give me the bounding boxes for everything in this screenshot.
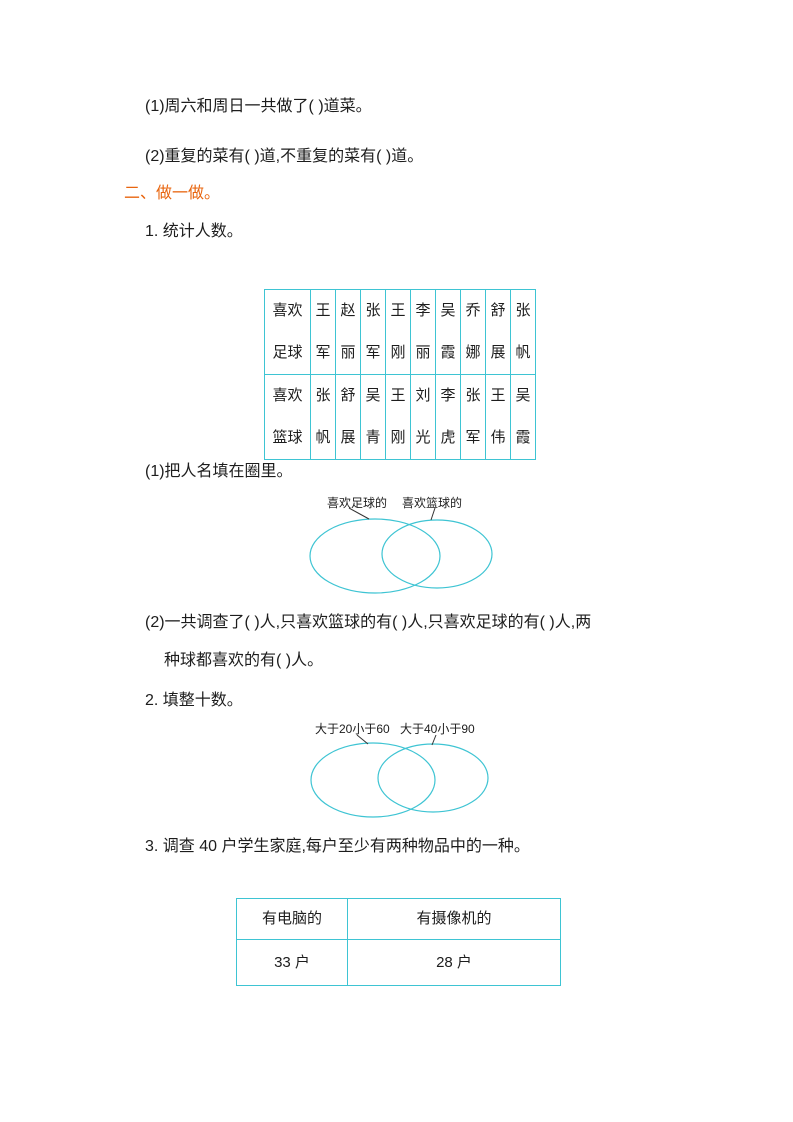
cell-top-text: 喜欢: [272, 302, 303, 319]
venn-diagram-names: 喜欢足球的 喜欢篮球的: [305, 492, 505, 604]
survey-cell: 张帆: [310, 374, 336, 460]
item-1-sub2-line1: (2)一共调查了( )人,只喜欢篮球的有( )人,只喜欢足球的有( )人,两: [145, 614, 592, 631]
cell-top-text: 吴: [515, 387, 531, 404]
survey-cell: 舒展: [485, 289, 511, 375]
right-label-pointer-line: [430, 507, 436, 521]
cell-bottom-text: 光: [415, 429, 431, 446]
survey-cell: 乔娜: [460, 289, 486, 375]
range-40-90-ellipse: [377, 743, 489, 813]
venn-diagram-numbers: 大于20小于60 大于40小于90: [305, 720, 505, 828]
cell-bottom-text: 丽: [340, 344, 356, 361]
left-label-pointer-line: [348, 507, 370, 520]
cell-top-text: 李: [440, 387, 456, 404]
header-camera: 有摄像机的: [347, 898, 561, 940]
cell-bottom-text: 军: [315, 344, 331, 361]
cell-top-text: 吴: [365, 387, 381, 404]
cell-bottom-text: 军: [465, 429, 481, 446]
left-label-pointer-line: [356, 734, 369, 745]
cell-top-text: 刘: [415, 387, 431, 404]
cell-top-text: 张: [515, 302, 531, 319]
survey-cell: 王军: [310, 289, 336, 375]
cell-top-text: 吴: [440, 302, 456, 319]
survey-table: 喜欢足球 王军 赵丽 张军 王刚 李丽 吴霞 乔娜 舒展 张帆 喜欢篮球 张帆 …: [264, 289, 536, 460]
item-1-heading: 1. 统计人数。: [145, 223, 243, 240]
survey-cell: 吴霞: [510, 374, 536, 460]
cell-bottom-text: 伟: [490, 429, 506, 446]
cell-bottom-text: 帆: [515, 344, 531, 361]
item-1-sub1: (1)把人名填在圈里。: [145, 463, 293, 480]
cell-bottom-text: 展: [490, 344, 506, 361]
cell-top-text: 张: [365, 302, 381, 319]
cell-bottom-text: 展: [340, 429, 356, 446]
venn-football-label: 喜欢足球的: [327, 496, 388, 510]
survey-cell: 刘光: [410, 374, 436, 460]
cell-top-text: 王: [390, 387, 406, 404]
cell-top-text: 舒: [340, 387, 356, 404]
basketball-ellipse: [381, 519, 493, 589]
cell-bottom-text: 足球: [272, 344, 303, 361]
survey-cell: 王刚: [385, 289, 411, 375]
cell-bottom-text: 帆: [315, 429, 331, 446]
survey-row-football: 喜欢足球 王军 赵丽 张军 王刚 李丽 吴霞 乔娜 舒展 张帆: [264, 289, 536, 375]
range-20-60-ellipse: [310, 742, 436, 818]
survey-cell: 张帆: [510, 289, 536, 375]
survey-row-basketball: 喜欢篮球 张帆 舒展 吴青 王刚 刘光 李虎 张军 王伟 吴霞: [264, 374, 536, 460]
section-2-heading: 二、做一做。: [124, 185, 221, 202]
cell-bottom-text: 刚: [390, 344, 406, 361]
header-computer: 有电脑的: [236, 898, 348, 940]
cell-top-text: 李: [415, 302, 431, 319]
cell-top-text: 舒: [490, 302, 506, 319]
cell-bottom-text: 丽: [415, 344, 431, 361]
value-computer: 33 户: [236, 939, 348, 986]
survey-cell: 吴霞: [435, 289, 461, 375]
survey-cell: 李虎: [435, 374, 461, 460]
cell-top-text: 张: [465, 387, 481, 404]
item-2-heading: 2. 填整十数。: [145, 692, 243, 709]
item-3-heading: 3. 调查 40 户学生家庭,每户至少有两种物品中的一种。: [145, 838, 530, 855]
cell-bottom-text: 虎: [440, 429, 456, 446]
cell-top-text: 王: [390, 302, 406, 319]
survey-cell: 张军: [460, 374, 486, 460]
cell-bottom-text: 娜: [465, 344, 481, 361]
venn-range-right-label: 大于40小于90: [400, 722, 475, 736]
cell-top-text: 王: [490, 387, 506, 404]
household-value-row: 33 户 28 户: [236, 939, 561, 986]
cell-top-text: 王: [315, 302, 331, 319]
household-table: 有电脑的 有摄像机的 33 户 28 户: [236, 898, 561, 986]
cell-top-text: 喜欢: [272, 387, 303, 404]
survey-cell: 舒展: [335, 374, 361, 460]
cell-bottom-text: 篮球: [272, 429, 303, 446]
cell-bottom-text: 霞: [515, 429, 531, 446]
survey-cell: 吴青: [360, 374, 386, 460]
survey-cell: 喜欢足球: [264, 289, 311, 375]
right-label-pointer-line: [431, 734, 437, 746]
cell-bottom-text: 军: [365, 344, 381, 361]
survey-cell: 赵丽: [335, 289, 361, 375]
venn-range-left-label: 大于20小于60: [315, 722, 390, 736]
cell-top-text: 乔: [465, 302, 481, 319]
cell-bottom-text: 霞: [440, 344, 456, 361]
venn-numbers-svg: [310, 734, 489, 818]
football-ellipse: [309, 518, 441, 594]
question-1-sub2: (2)重复的菜有( )道,不重复的菜有( )道。: [145, 148, 424, 165]
venn-basketball-label: 喜欢篮球的: [402, 496, 463, 510]
value-camera: 28 户: [347, 939, 561, 986]
question-1-sub1: (1)周六和周日一共做了( )道菜。: [145, 98, 372, 115]
household-header-row: 有电脑的 有摄像机的: [236, 898, 561, 940]
venn-names-svg: [309, 507, 493, 594]
survey-cell: 李丽: [410, 289, 436, 375]
cell-bottom-text: 青: [365, 429, 381, 446]
cell-top-text: 张: [315, 387, 331, 404]
cell-bottom-text: 刚: [390, 429, 406, 446]
survey-cell: 张军: [360, 289, 386, 375]
item-1-sub2-line2: 种球都喜欢的有( )人。: [164, 652, 324, 669]
cell-top-text: 赵: [340, 302, 356, 319]
survey-cell: 王刚: [385, 374, 411, 460]
survey-cell: 喜欢篮球: [264, 374, 311, 460]
survey-cell: 王伟: [485, 374, 511, 460]
